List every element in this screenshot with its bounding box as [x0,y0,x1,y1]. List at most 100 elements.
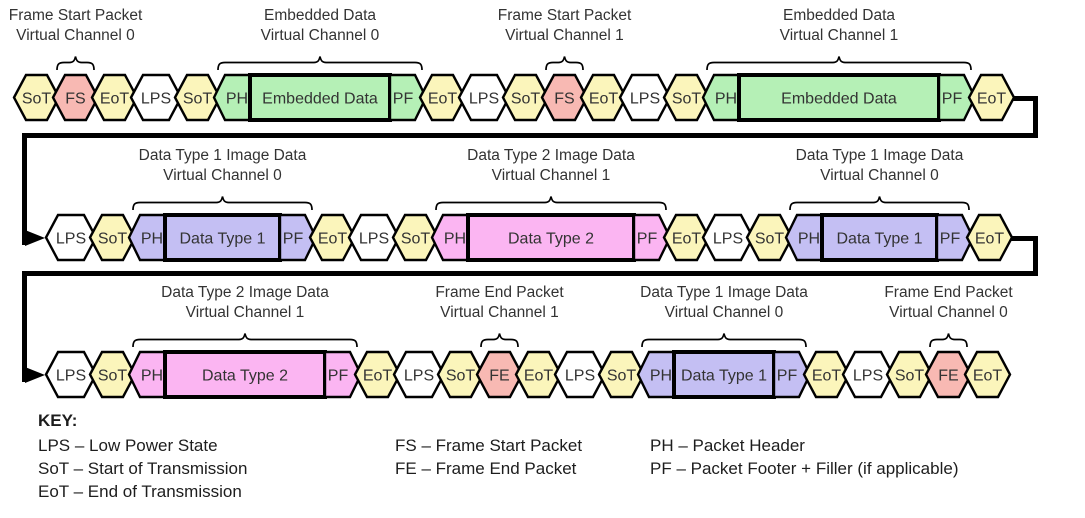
packet-cell-label: LPS [853,368,883,385]
wrap-connector-2-down-right [1033,236,1038,276]
group-label-line1: Data Type 2 Image Data [161,284,329,301]
key-entry-pf: PF – Packet Footer + Filler (if applicab… [650,459,959,478]
packet-cell-label: LPS [56,368,86,385]
packet-cell-label: PH [141,368,163,385]
packet-cell-label: FE [489,368,509,385]
wrap-connector-1-arrow-icon [25,230,45,246]
packet-cell-label: PF [328,368,349,385]
packet-cell-label: SoT [446,368,476,385]
packet-cell-label: FS [65,91,85,108]
group-label-line2: Virtual Channel 0 [664,304,784,321]
group-label-line2: Virtual Channel 1 [505,27,624,44]
packet-cell-label: SoT [98,231,128,248]
group-label-line2: Virtual Channel 0 [889,304,1008,321]
packet-cell-shape [967,73,1016,122]
key-entry-lps: LPS – Low Power State [38,436,218,455]
packet-cell-label: PF [777,368,798,385]
group-label-line2: Virtual Channel 0 [16,27,135,44]
key-column-3: PH – Packet Header PF – Packet Footer + … [650,434,958,480]
group-label-line1: Data Type 2 Image Data [467,147,635,164]
packet-cell-label: SoT [755,231,785,248]
group-brace [480,333,519,348]
wrap-connector-2-arrow-icon [25,367,45,383]
packet-cell-label: PF [942,91,963,108]
packet-cell-label: SoT [895,368,925,385]
group-label-line2: Virtual Channel 1 [779,27,899,44]
wrap-connector-1-horizontal [22,133,1038,138]
packet-cell-shape [672,350,776,399]
packet-cell-label: LPS [565,368,595,385]
packet-cell-shape [935,213,975,262]
packet-cell-shape [937,73,977,122]
wrap-connector-2-horizontal [22,271,1038,276]
packet-cell-label: FE [938,368,958,385]
packet-cell-label: PH [798,231,820,248]
packet-cell-label: EoT [812,368,842,385]
key-column-2: FS – Frame Start Packet FE – Frame End P… [395,434,582,480]
group-label-line2: Virtual Channel 0 [820,167,939,184]
group-label-line1: Embedded Data [263,7,377,24]
packet-cell-label: PH [226,91,248,108]
packet-cell-label: Data Type 1 [837,231,923,248]
packet-cell-label: EoT [318,231,348,248]
packet-cell-label: SoT [607,368,637,385]
packet-cell-label: LPS [713,231,743,248]
packet-cell-shape [466,213,636,262]
packet-cell-label: SoT [672,91,702,108]
packet-cell-label: EoT [977,91,1007,108]
packet-cell-label: PH [715,91,737,108]
packet-cell-label: EoT [428,91,458,108]
packet-cell-label: PH [444,231,466,248]
packet-cell-label: Data Type 1 [681,368,767,385]
group-brace [132,333,358,348]
key-entry-ph: PH – Packet Header [650,436,805,455]
packet-cell-shape [965,213,1014,262]
group-label-line1: Frame End Packet [884,284,1013,301]
group-brace [435,196,667,211]
group-label-line1: Data Type 1 Image Data [138,147,307,164]
key-entry-fs: FS – Frame Start Packet [395,436,583,455]
packet-cell-shape [163,350,327,399]
group-brace [641,333,807,348]
group-label-line1: Data Type 1 Image Data [640,284,808,301]
group-label-line1: Frame Start Packet [8,7,143,24]
packet-cell-label: EoT [589,91,619,108]
packet-cell-label: LPS [141,91,171,108]
key-column-1: LPS – Low Power State SoT – Start of Tra… [38,434,247,503]
packet-cell-label: SoT [22,91,52,108]
packet-cell-shape [163,213,282,262]
packet-cell-label: Embedded Data [262,91,378,108]
group-brace [929,333,968,348]
group-label-line2: Virtual Channel 1 [185,304,305,321]
packet-cell-label: EoT [100,91,130,108]
group-label-line1: Embedded Data [782,7,896,24]
packet-cell-label: PF [393,91,414,108]
group-label-line2: Virtual Channel 1 [440,304,559,321]
packet-cell-label: SoT [511,91,541,108]
group-label-line2: Virtual Channel 0 [260,27,380,44]
packet-cell-label: Data Type 1 [180,231,266,248]
group-brace [217,56,423,71]
wrap-connector-1-down-left [22,133,27,245]
packet-cell-shape [278,213,318,262]
packet-cell-label: EoT [973,368,1003,385]
group-label-line2: Virtual Channel 0 [163,167,282,184]
group-brace [545,56,584,71]
packet-cell-shape [388,73,428,122]
packet-cell-label: SoT [401,231,431,248]
packet-cell-label: Data Type 2 [508,231,594,248]
key-entry-sot: SoT – Start of Transmission [38,459,248,478]
packet-cell-label: EoT [672,231,702,248]
packet-cell-label: EoT [524,368,554,385]
key-title: KEY: [38,411,78,430]
packet-cell-label: Data Type 2 [202,368,288,385]
